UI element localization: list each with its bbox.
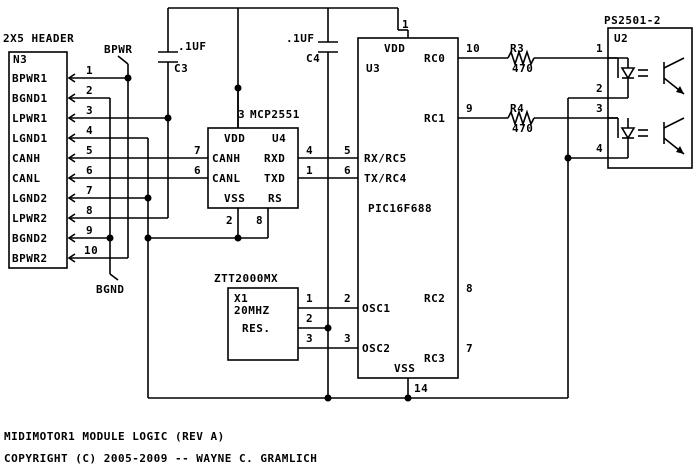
u2-pin4: 4 [596, 142, 603, 155]
header-pin-number: 5 [86, 144, 93, 157]
u4-vdd: VDD [224, 132, 245, 145]
u4-vss: VSS [224, 192, 245, 205]
u3-part: PIC16F688 [368, 202, 432, 215]
u4-ref: U4 [272, 132, 286, 145]
u3-txrc4: TX/RC4 [364, 172, 407, 185]
u3-vdd-pin: 1 [402, 18, 409, 31]
chip-u4-mcp2551: 3 MCP2551 VDD U4 CANH RXD CANL TXD VSS R… [148, 88, 358, 242]
u4-canl-pin: 6 [194, 164, 201, 177]
u4-rxd-pin: 4 [306, 144, 313, 157]
c4-ref: C4 [306, 52, 320, 65]
footer-title: MIDIMOTOR1 MODULE LOGIC (REV A) [4, 430, 225, 443]
header-pin-number: 3 [86, 104, 93, 117]
u3-rxrc5-pin: 5 [344, 144, 351, 157]
resistor-r4: R4 470 [458, 102, 619, 138]
u3-rc2-pin: 8 [466, 282, 473, 295]
header-pin-number: 10 [84, 244, 98, 257]
header-pin-number: 8 [86, 204, 93, 217]
opto-u2-ps2501: PS2501-2 U2 1 2 3 4 [564, 14, 693, 398]
header-pin-label: BPWR1 [12, 72, 48, 85]
u2-pin1: 1 [596, 42, 603, 55]
header-pin-label: CANH [12, 152, 41, 165]
chip-u3-pic16f688: VDD U3 RC0 RC1 RX/RC5 TX/RC4 PIC16F688 R… [344, 37, 480, 402]
header-wires [69, 64, 208, 398]
u3-osc1: OSC1 [362, 302, 391, 315]
header-pin-label: CANL [12, 172, 41, 185]
u3-vdd: VDD [384, 42, 405, 55]
header-title: 2X5 HEADER [3, 32, 74, 45]
u4-rs: RS [268, 192, 282, 205]
r4-value: 470 [512, 122, 533, 135]
u3-rc3-pin: 7 [466, 342, 473, 355]
ground-bus [148, 394, 568, 402]
header-pin-number: 9 [86, 224, 93, 237]
header-box [8, 51, 68, 269]
footer-copyright: COPYRIGHT (C) 2005-2009 -- WAYNE C. GRAM… [4, 452, 317, 465]
x1-type: RES. [242, 322, 271, 335]
r4-ref: R4 [510, 102, 524, 115]
header-pin-label: LGND1 [12, 132, 48, 145]
resonator-x1: ZTT2000MX X1 20MHZ RES. 1 2 3 [214, 272, 358, 361]
x1-pin2: 2 [306, 312, 313, 325]
u4-txd-pin: 1 [306, 164, 313, 177]
capacitor-c3: .1UF C3 [158, 40, 207, 118]
u4-rxd: RXD [264, 152, 285, 165]
x1-pin1: 1 [306, 292, 313, 305]
u3-rc1: RC1 [424, 112, 445, 125]
header-pin-number: 1 [86, 64, 93, 77]
x1-freq: 20MHZ [234, 304, 270, 317]
c3-value: .1UF [178, 40, 207, 53]
u3-osc1-pin: 2 [344, 292, 351, 305]
x1-pin3: 3 [306, 332, 313, 345]
u3-vss-pin: 14 [414, 382, 428, 395]
u2-ref: U2 [614, 32, 628, 45]
u4-canh: CANH [212, 152, 241, 165]
u3-osc2: OSC2 [362, 342, 391, 355]
header-pin-number: 7 [86, 184, 93, 197]
u4-canl: CANL [212, 172, 241, 185]
u4-title: MCP2551 [250, 108, 300, 121]
u3-osc2-pin: 3 [344, 332, 351, 345]
header-pin-number: 6 [86, 164, 93, 177]
r3-value: 470 [512, 62, 533, 75]
header-pin-number: 2 [86, 84, 93, 97]
x1-ref: X1 [234, 292, 248, 305]
header-pin-label: BPWR2 [12, 252, 48, 265]
u3-rc1-pin: 9 [466, 102, 473, 115]
u4-rs-pin: 8 [256, 214, 263, 227]
header-pin-label: BGND2 [12, 232, 48, 245]
header-pin-label: LPWR2 [12, 212, 48, 225]
capacitor-c4: .1UF C4 [286, 32, 338, 398]
bpwr-net-label: BPWR [104, 43, 133, 56]
header-pin-number: 4 [86, 124, 93, 137]
header-pin-label: LPWR1 [12, 112, 48, 125]
u3-vss: VSS [394, 362, 415, 375]
header-pin-label: LGND2 [12, 192, 48, 205]
r3-ref: R3 [510, 42, 524, 55]
u2-title: PS2501-2 [604, 14, 661, 27]
resistor-r3: R3 470 [458, 42, 619, 78]
u2-pin3: 3 [596, 102, 603, 115]
header-ref: N3 [13, 53, 27, 66]
u3-rc0-pin: 10 [466, 42, 480, 55]
u4-txd: TXD [264, 172, 285, 185]
bgnd-net-label: BGND [96, 283, 125, 296]
u3-rc0: RC0 [424, 52, 445, 65]
c4-value: .1UF [286, 32, 315, 45]
u4-canh-pin: 7 [194, 144, 201, 157]
u3-rc3: RC3 [424, 352, 445, 365]
u3-ref: U3 [366, 62, 380, 75]
c3-ref: C3 [174, 62, 188, 75]
u3-rxrc5: RX/RC5 [364, 152, 407, 165]
u4-vss-pin: 2 [226, 214, 233, 227]
u3-rc2: RC2 [424, 292, 445, 305]
x1-title: ZTT2000MX [214, 272, 278, 285]
u2-pin2: 2 [596, 82, 603, 95]
header-pin-label: BGND1 [12, 92, 48, 105]
u3-txrc4-pin: 6 [344, 164, 351, 177]
u4-title-pin: 3 [238, 108, 245, 121]
